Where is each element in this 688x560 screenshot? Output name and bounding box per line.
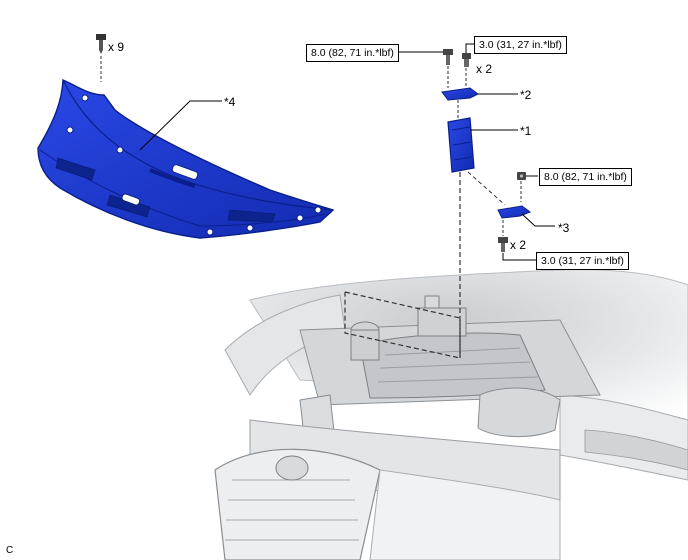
bolt-quantity-upper: x 2 [476,62,493,76]
emblem [275,455,309,481]
nut-icon [517,172,526,180]
part4-cowl-cover [37,78,335,239]
torque-box-mid-right: 8.0 (82, 71 in.*lbf) [539,168,632,186]
headlight [584,429,688,471]
figure-code: C [6,545,14,556]
torque-box-bottom-right: 3.0 (31, 27 in.*lbf) [536,252,629,270]
location-outline [344,291,461,359]
reservoir [350,329,380,361]
bolt-icon [443,49,453,65]
part2-bracket [441,87,479,101]
torque-box-top-right: 3.0 (31, 27 in.*lbf) [474,36,567,54]
bolt-icon [498,237,508,252]
callout-part1: *1 [520,124,532,138]
callout-part2: *2 [520,88,532,102]
callout-part3: *3 [558,221,570,235]
bolt-quantity-lower: x 2 [510,238,527,252]
bolt-icon [462,53,471,67]
clip-quantity: x 9 [108,40,125,54]
vehicle-engine-bay [214,269,688,560]
clip-icon [96,34,106,54]
part1-module [447,117,475,173]
callout-part4: *4 [224,95,236,109]
left-fender [224,294,346,396]
battery [417,307,467,337]
torque-box-top-left: 8.0 (82, 71 in.*lbf) [306,44,399,62]
part3-bracket [497,205,532,219]
